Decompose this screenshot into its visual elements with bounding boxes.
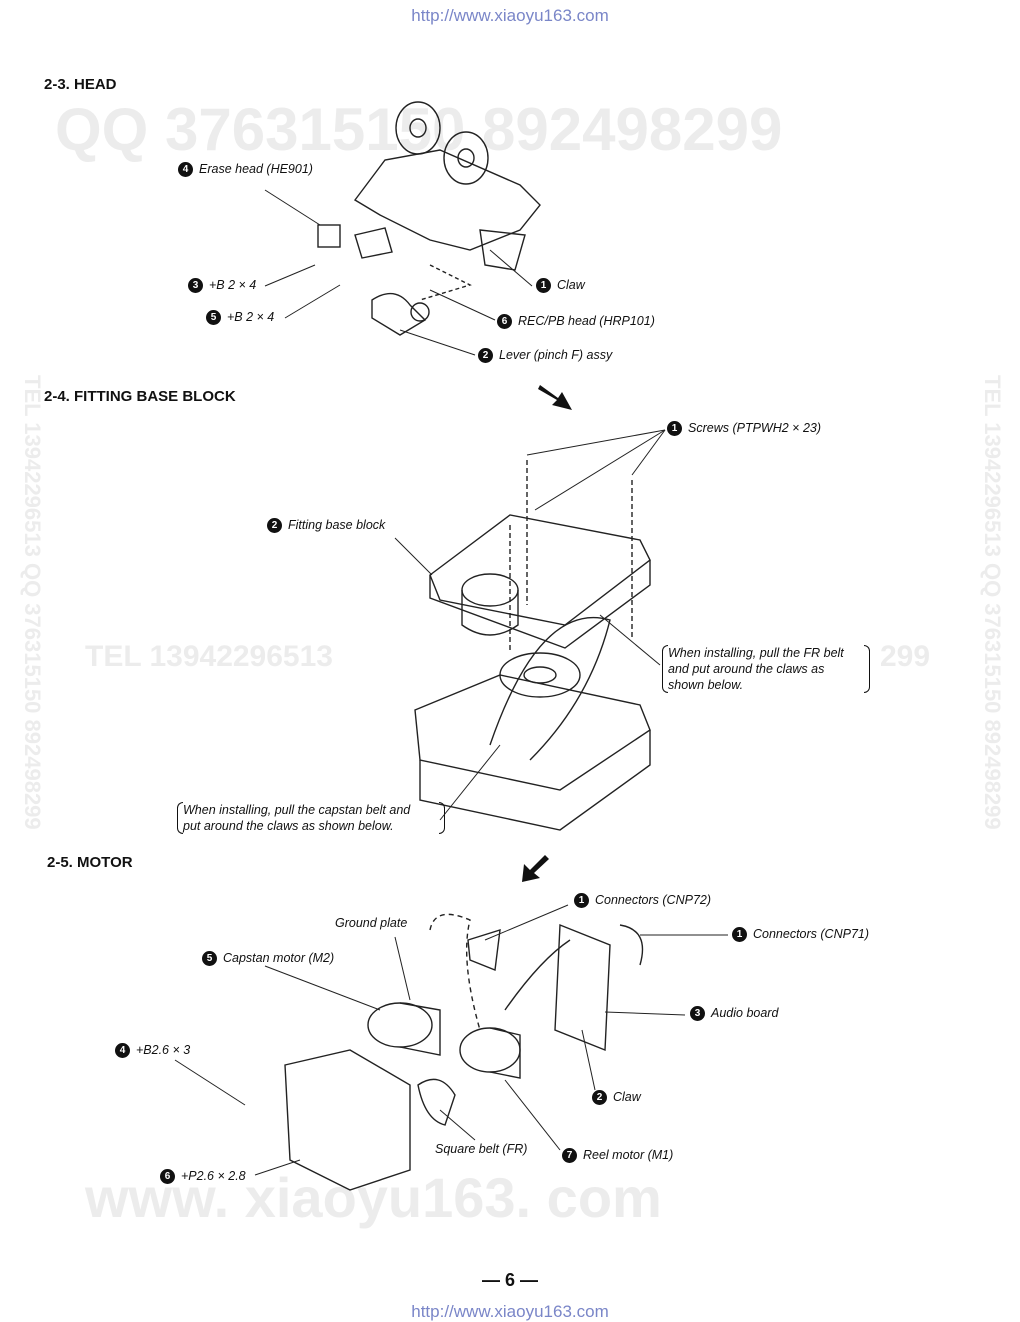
step-number: 1 xyxy=(667,421,682,437)
step-number: 1 xyxy=(536,278,551,294)
label-ground-plate: Ground plate xyxy=(335,916,408,930)
step-number: 5 xyxy=(202,951,217,967)
step-number: 3 xyxy=(690,1006,705,1022)
label-screw-p26x28: 6+P2.6 × 2.8 xyxy=(160,1169,246,1185)
label-screw-b26x3: 4+B2.6 × 3 xyxy=(115,1043,190,1059)
fitting-base-drawing xyxy=(414,460,651,831)
head-mechanism-drawing xyxy=(317,101,541,336)
label-screw-b2x4-a: 3+B 2 × 4 xyxy=(188,278,256,294)
step-number: 3 xyxy=(188,278,203,294)
page-number: — 6 — xyxy=(481,1270,538,1290)
step-number: 4 xyxy=(115,1043,130,1059)
watermark-qq: QQ 376315150 892498299 xyxy=(55,96,783,163)
arrow-down-right-icon xyxy=(538,385,572,410)
note-capstan-belt: When installing, pull the capstan belt a… xyxy=(177,802,445,834)
step-number: 1 xyxy=(574,893,589,909)
section-title-fitting-base-block: 2-4. FITTING BASE BLOCK xyxy=(44,388,236,405)
step-number: 2 xyxy=(592,1090,607,1106)
section-title-head: 2-3. HEAD xyxy=(44,76,117,93)
section-title-motor: 2-5. MOTOR xyxy=(47,854,133,871)
step-number: 1 xyxy=(732,927,747,943)
leader-lines xyxy=(174,189,728,1176)
watermark-tel: TEL 13942296513 xyxy=(85,640,333,673)
watermark-site: www. xiaoyu163. com xyxy=(85,1166,662,1229)
note-fr-belt: When installing, pull the FR belt and pu… xyxy=(662,645,870,693)
top-url[interactable]: http://www.xiaoyu163.com xyxy=(411,6,609,25)
step-number: 6 xyxy=(160,1169,175,1185)
label-screw-b2x4-b: 5+B 2 × 4 xyxy=(206,310,274,326)
step-number: 7 xyxy=(562,1148,577,1164)
step-number: 2 xyxy=(478,348,493,364)
bottom-url[interactable]: http://www.xiaoyu163.com xyxy=(411,1302,609,1321)
step-number: 2 xyxy=(267,518,282,534)
step-number: 5 xyxy=(206,310,221,326)
step-number: 6 xyxy=(497,314,512,330)
watermark-mid-right: 299 xyxy=(880,640,931,673)
label-square-belt: Square belt (FR) xyxy=(435,1142,528,1156)
arrow-down-left-icon xyxy=(522,855,549,882)
motor-drawing xyxy=(284,913,644,1191)
step-number: 4 xyxy=(178,162,193,178)
